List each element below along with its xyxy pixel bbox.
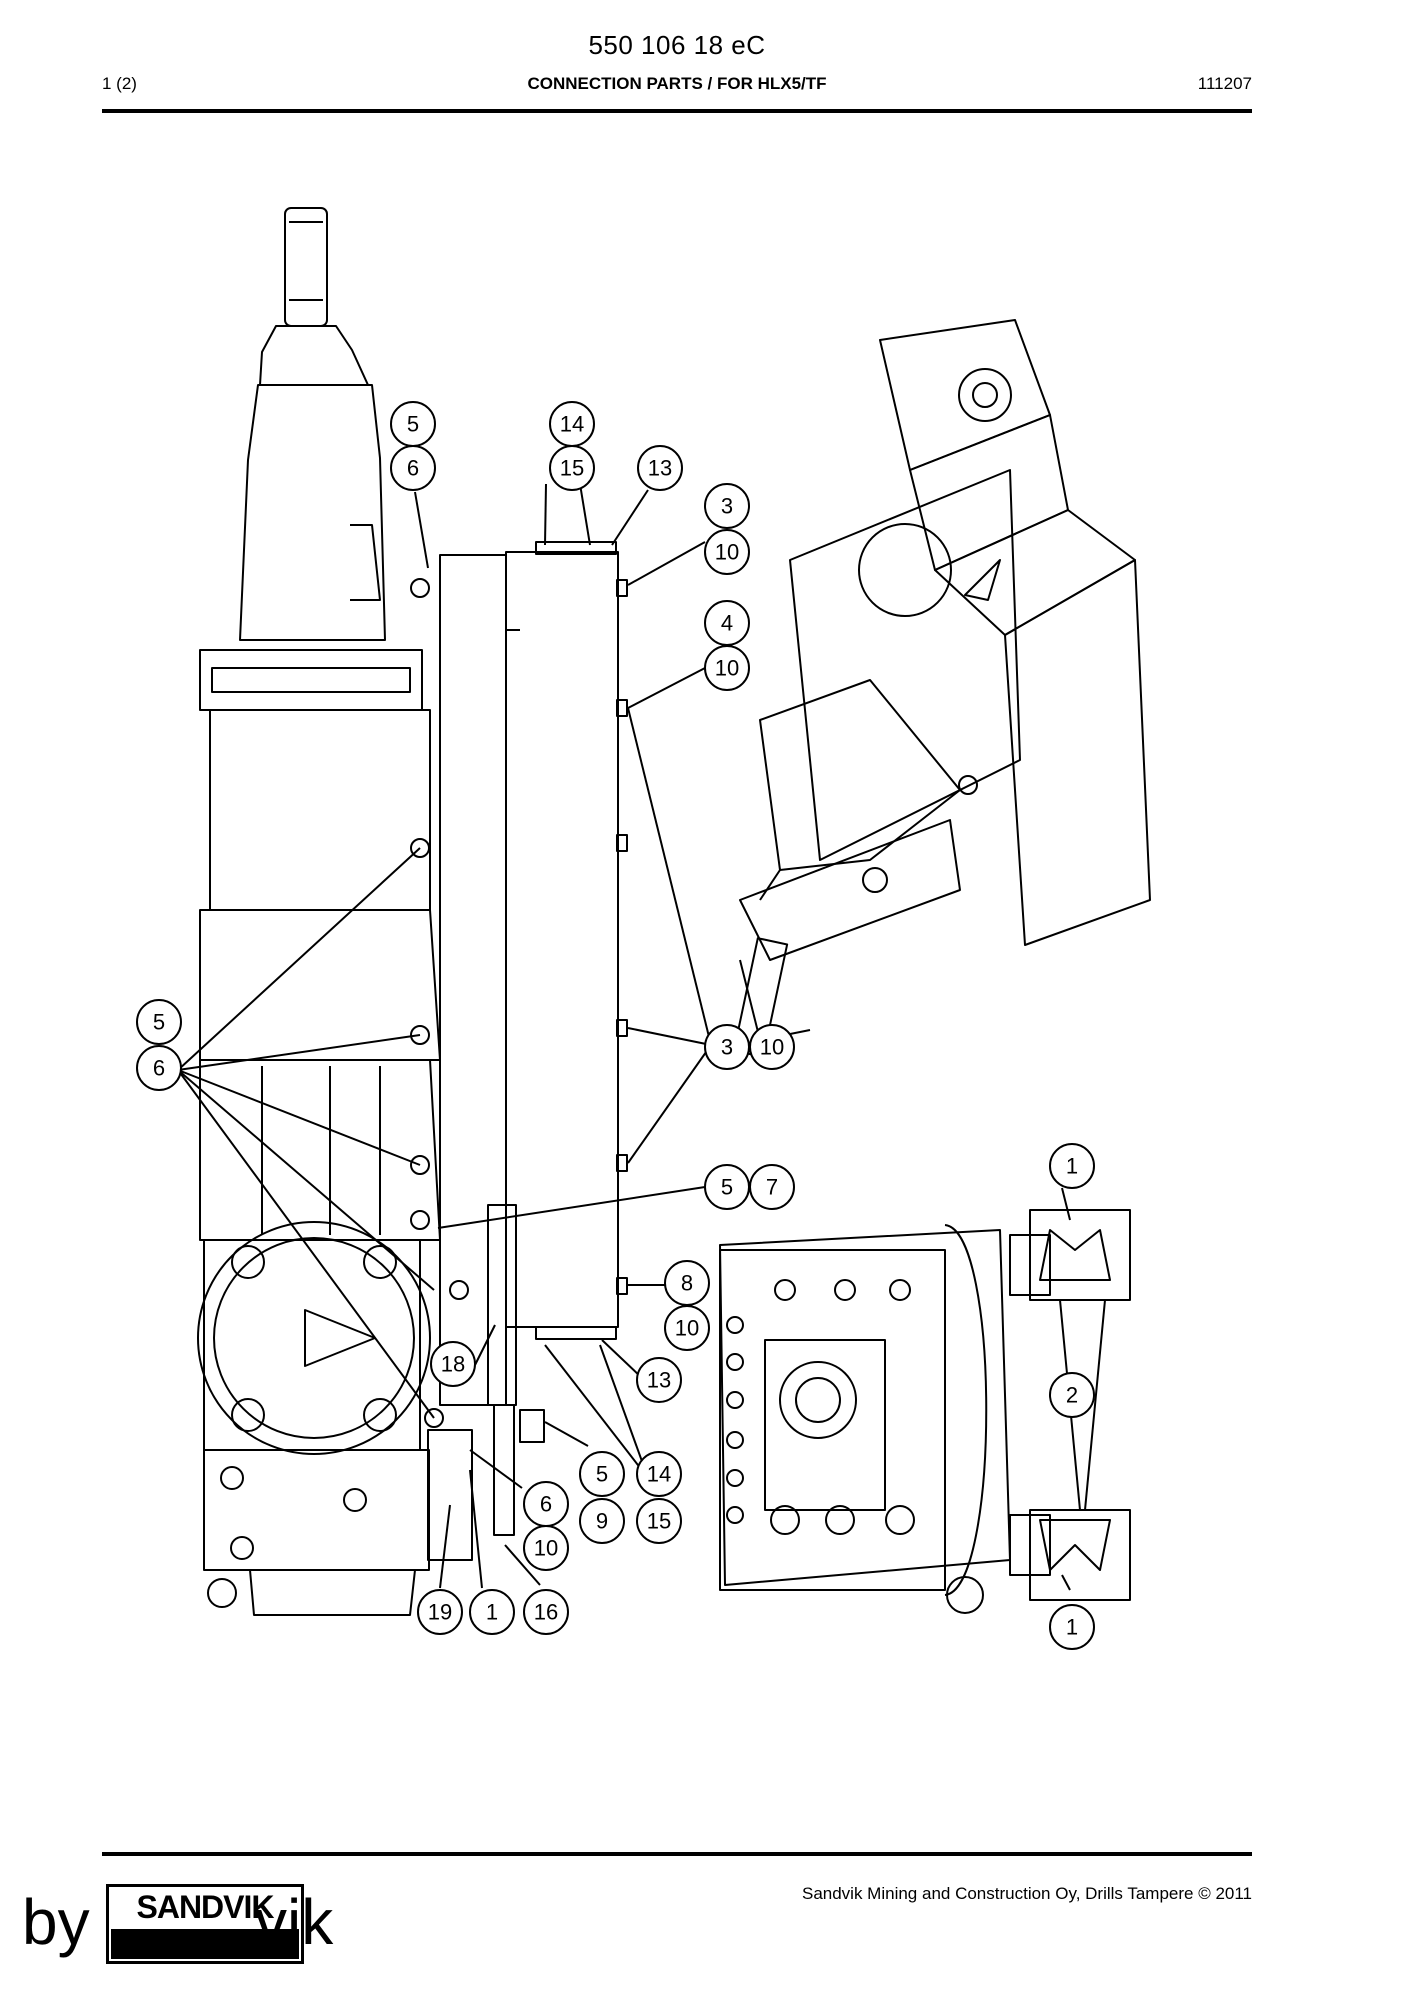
callout-number: 10 — [534, 1536, 558, 1561]
callout-bubble: 4 — [704, 600, 750, 646]
callout-number: 9 — [596, 1509, 608, 1534]
date-code: 111207 — [1197, 74, 1252, 93]
mounting-plate — [410, 541, 628, 1536]
callout-number: 7 — [766, 1175, 778, 1200]
callout-number: 10 — [675, 1316, 699, 1341]
footer-rule — [102, 1852, 1252, 1856]
callout-bubble: 6 — [390, 445, 436, 491]
callout-number: 10 — [715, 540, 739, 565]
callout-number: 5 — [153, 1010, 165, 1035]
callout-bubble: 1 — [469, 1589, 515, 1635]
byline-prefix: by — [22, 1886, 90, 1958]
callout-number: 15 — [647, 1509, 671, 1534]
company-credit: Sandvik Mining and Construction Oy, Dril… — [801, 1884, 1252, 1903]
callout-bubble: 2 — [1049, 1372, 1095, 1418]
isometric-view — [732, 319, 1151, 1058]
callout-number: 15 — [560, 456, 584, 481]
callout-bubble: 10 — [523, 1525, 569, 1571]
callout-number: 2 — [1066, 1383, 1078, 1408]
callout-number: 6 — [153, 1056, 165, 1081]
callout-number: 19 — [428, 1600, 452, 1625]
callout-bubble: 5 — [136, 999, 182, 1045]
callout-bubble: 7 — [749, 1164, 795, 1210]
callout-number: 1 — [486, 1600, 498, 1625]
callout-number: 5 — [407, 412, 419, 437]
callout-number: 14 — [647, 1462, 671, 1487]
byline-suffix: vik — [255, 1886, 334, 1958]
drawing-linework — [197, 207, 1151, 1616]
callout-number: 6 — [540, 1492, 552, 1517]
leader-lines — [177, 483, 1071, 1591]
callout-bubble: 1 — [1049, 1143, 1095, 1189]
callout-bubble: 16 — [523, 1589, 569, 1635]
callout-bubble: 15 — [549, 445, 595, 491]
callout-bubble: 5 — [704, 1164, 750, 1210]
callout-number: 3 — [721, 1035, 733, 1060]
callout-bubble: 14 — [636, 1451, 682, 1497]
section-title: CONNECTION PARTS / FOR HLX5/TF — [527, 74, 827, 93]
callout-bubble: 1 — [1049, 1604, 1095, 1650]
callout-bubble: 15 — [636, 1498, 682, 1544]
callout-bubble: 10 — [664, 1305, 710, 1351]
callout-number: 4 — [721, 611, 733, 636]
callout-bubble: 8 — [664, 1260, 710, 1306]
callout-number: 14 — [560, 412, 584, 437]
logo-bar — [111, 1929, 299, 1959]
callout-bubble: 10 — [704, 529, 750, 575]
callout-bubble: 3 — [704, 483, 750, 529]
callout-number: 18 — [441, 1352, 465, 1377]
callout-bubble: 13 — [637, 445, 683, 491]
callout-number: 1 — [1066, 1615, 1078, 1640]
callout-bubbles: 5 6 14 15 13 3 10 4 10 5 6 3 10 5 7 1 2 … — [136, 401, 1095, 1650]
callout-bubble: 9 — [579, 1498, 625, 1544]
callout-number: 13 — [648, 456, 672, 481]
page-number: 1 (2) — [102, 74, 137, 93]
callout-number: 5 — [721, 1175, 733, 1200]
callout-bubble: 19 — [417, 1589, 463, 1635]
doc-number: 550 106 18 eC — [588, 30, 766, 60]
callout-number: 5 — [596, 1462, 608, 1487]
callout-number: 16 — [534, 1600, 558, 1625]
callout-number: 10 — [715, 656, 739, 681]
callout-number: 3 — [721, 494, 733, 519]
callout-bubble: 14 — [549, 401, 595, 447]
callout-bubble: 10 — [749, 1024, 795, 1070]
callout-bubble: 18 — [430, 1341, 476, 1387]
callout-bubble: 3 — [704, 1024, 750, 1070]
callout-bubble: 6 — [523, 1481, 569, 1527]
callout-number: 13 — [647, 1368, 671, 1393]
callout-bubble: 5 — [579, 1451, 625, 1497]
callout-bubble: 10 — [704, 645, 750, 691]
callout-bubble: 5 — [390, 401, 436, 447]
callout-bubble: 6 — [136, 1045, 182, 1091]
sandvik-logo: SANDVIK — [106, 1884, 304, 1964]
header-rule — [102, 109, 1252, 113]
callout-number: 6 — [407, 456, 419, 481]
callout-number: 8 — [681, 1271, 693, 1296]
callout-bubble: 13 — [636, 1357, 682, 1403]
logo-text: SANDVIK — [136, 1889, 274, 1925]
callout-number: 10 — [760, 1035, 784, 1060]
rock-drill-side-view — [197, 207, 473, 1616]
callout-number: 1 — [1066, 1154, 1078, 1179]
